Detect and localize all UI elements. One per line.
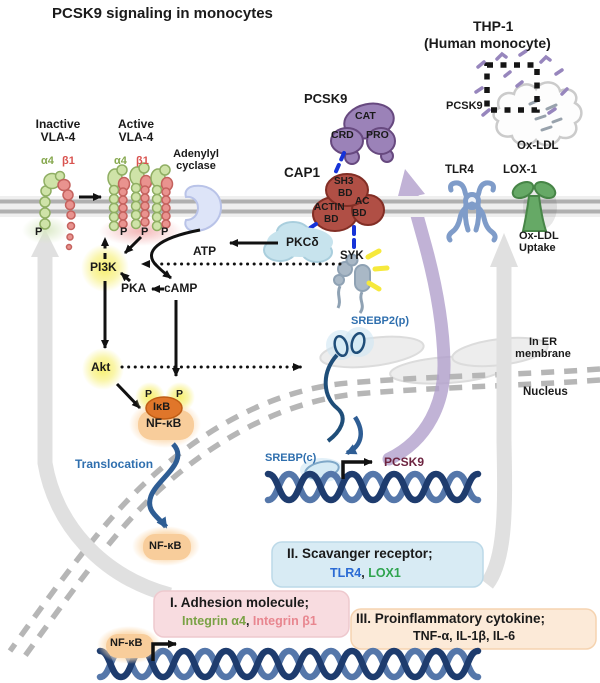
pro-domain-label: PRO xyxy=(366,129,389,141)
active-vla4-label: Active VLA-4 xyxy=(117,117,155,145)
adenylyl-cyclase-icon xyxy=(184,184,223,233)
pcsk9-gene-label: PCSK9 xyxy=(384,455,425,469)
phospho-ikb-left: P xyxy=(145,388,153,400)
pcsk9-gene-dna xyxy=(264,470,482,504)
inactive-p-glow xyxy=(22,216,70,244)
phospho-label-active-1: P xyxy=(120,226,128,238)
inactive-vla4-receptor xyxy=(39,170,76,251)
adhesion-box-items: Integrin α4, Integrin β1 xyxy=(182,614,317,628)
srebpc-label: SREBP(c) xyxy=(265,452,317,464)
nucleus-label: Nucleus xyxy=(523,386,568,398)
pi3k-label: PI3K xyxy=(90,260,117,274)
nfkb-complex-label: NF-κB xyxy=(146,416,182,430)
sh3-bd-label: BD xyxy=(338,188,353,199)
pcsk9-secretion-arrow xyxy=(382,169,451,466)
lox1-label: LOX-1 xyxy=(503,164,537,176)
camp-label: cAMP xyxy=(164,281,198,295)
page-title: PCSK9 signaling in monocytes xyxy=(52,5,273,22)
scavenger-box-title: II. Scavanger receptor; xyxy=(287,546,433,561)
actin-domain-label: ACTIN xyxy=(314,202,345,213)
nfkb-translocated-label: NF-κB xyxy=(149,540,182,552)
integrin-b1-item: Integrin β1 xyxy=(252,614,317,628)
syk-activation-bolts xyxy=(365,248,390,292)
lox1-item: LOX1 xyxy=(368,566,401,580)
srebp2-precursor xyxy=(323,327,374,443)
integrin-a4-item: Integrin α4 xyxy=(182,614,246,628)
scavenger-box xyxy=(271,541,484,588)
nfkb-gene-dna xyxy=(96,647,482,681)
thp1-dashed-frame xyxy=(484,62,540,113)
actin-bd-label: BD xyxy=(324,214,339,225)
srebp2p-label: SREBP2(p) xyxy=(351,315,410,327)
adenylyl-cyclase-label: Adenylyl cyclase xyxy=(173,148,219,173)
sh3-domain-label: SH3 xyxy=(334,176,354,187)
syk-label: SYK xyxy=(340,250,364,262)
syk-protein xyxy=(333,248,390,314)
cap1-label: CAP1 xyxy=(284,165,321,180)
oxldl-uptake-label: Ox-LDL Uptake xyxy=(519,230,559,255)
thp1-title: THP-1 xyxy=(473,18,514,34)
inactive-vla4-label: Inactive VLA-4 xyxy=(35,117,81,145)
pcsk9-protein-label: PCSK9 xyxy=(304,91,348,106)
in-er-membrane-label: In ER membrane xyxy=(515,336,571,361)
phospho-label-active-3: P xyxy=(161,226,169,238)
phospho-ikb-right: P xyxy=(176,388,184,400)
adhesion-box xyxy=(153,590,350,638)
scavenger-box-items: TLR4, LOX1 xyxy=(330,566,401,580)
ikb-label: IκB xyxy=(153,401,171,413)
alpha4-active-label: α4 xyxy=(114,155,127,167)
srebp-cleave-arrow xyxy=(345,415,363,456)
atp-label: ATP xyxy=(193,244,217,258)
nfkb-translocation-arrow xyxy=(147,442,181,529)
alpha4-inactive-label: α4 xyxy=(41,155,54,167)
pkcdelta-label: PKCδ xyxy=(286,235,319,249)
pi3k-glow xyxy=(81,244,129,292)
pkcdelta-cloud xyxy=(263,221,333,263)
akt-glow xyxy=(82,348,124,390)
pcsk9-protein xyxy=(330,102,396,165)
cytokine-box-title: III. Proinflammatory cytokine; xyxy=(356,611,546,626)
beta1-inactive-label: β1 xyxy=(62,155,75,167)
tlr4-item: TLR4 xyxy=(330,566,362,580)
pka-label: PKA xyxy=(121,281,147,295)
thp1-cell-cloud xyxy=(492,81,583,147)
transcription-arrow-nfkb xyxy=(151,640,177,661)
tlr4-receptor-icon xyxy=(446,180,498,243)
secreted-pcsk9-label: PCSK9 xyxy=(446,100,483,112)
thp1-subtitle: (Human monocyte) xyxy=(424,35,551,51)
scavenger-feedback-arrow xyxy=(480,233,518,589)
lox1-receptor-icon xyxy=(511,180,557,232)
nuclear-membrane-dashes xyxy=(7,366,600,662)
pcsk9-secreted-particles xyxy=(474,49,569,117)
phospho-label-inactive: P xyxy=(35,226,43,238)
transcription-arrow-pcsk9 xyxy=(341,458,373,479)
akt-label: Akt xyxy=(91,360,111,374)
thp1-oxldl-label: Ox-LDL xyxy=(517,140,559,152)
tlr4-label: TLR4 xyxy=(445,164,474,176)
adhesion-box-title: I. Adhesion molecule; xyxy=(170,595,310,610)
beta1-active-label: β1 xyxy=(136,155,149,167)
ac-bd-label: BD xyxy=(352,208,367,219)
nfkb-translocated xyxy=(132,526,200,566)
nfkb-gene-bubble xyxy=(97,626,161,664)
pcsk9-cap1-link xyxy=(332,151,346,178)
ac-domain-label: AC xyxy=(355,196,370,207)
cytokine-box-items: TNF-α, IL-1β, IL-6 xyxy=(413,629,516,643)
cap1-protein xyxy=(312,173,385,232)
ikb-nfkb-complex xyxy=(129,382,201,448)
phospho-label-active-2: P xyxy=(141,226,149,238)
translocation-label: Translocation xyxy=(75,457,154,471)
signal-arrows xyxy=(79,193,342,410)
cat-domain-label: CAT xyxy=(355,110,376,122)
nfkb-gene-label: NF-κB xyxy=(110,637,143,649)
plasma-membrane xyxy=(0,196,600,217)
crd-domain-label: CRD xyxy=(331,129,354,141)
